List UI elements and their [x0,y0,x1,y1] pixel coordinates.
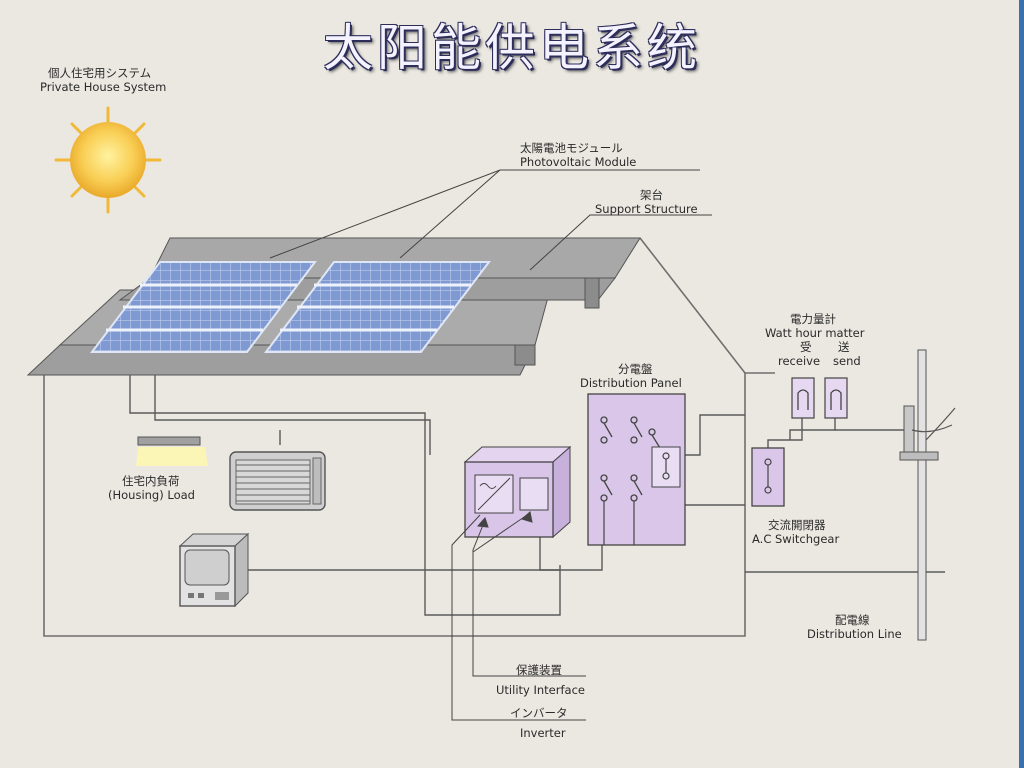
ceiling-light-icon [136,436,208,466]
system-label-en: Private House System [40,80,167,94]
meter-send-en: send [833,354,861,368]
air-conditioner-icon [229,451,326,511]
watt-hour-meter-send [824,377,848,419]
meter-label-jp: 電力量計 [790,312,836,326]
leader-lines [269,169,712,271]
inverter-unit [463,445,572,539]
meter-label-en: Watt hour matter [765,326,865,340]
meter-receive-en: receive [778,354,821,368]
system-label-jp: 個人住宅用システム [48,66,152,80]
inverter-label-jp: インバータ [510,706,568,720]
meter-send-jp: 送 [838,340,850,354]
support-label-en: Support Structure [595,202,698,216]
inverter-label-en: Inverter [520,726,566,740]
switch-label-en: A.C Switchgear [752,532,840,546]
ac-switchgear [751,447,785,507]
callout-lines [451,511,586,721]
panel-label-en: Distribution Panel [580,376,682,390]
support-label-jp: 架台 [640,188,663,202]
wiring [129,375,945,616]
pv-label-en: Photovoltaic Module [520,155,637,169]
utility-label-en: Utility Interface [496,683,585,697]
pv-module-right [263,261,492,353]
line-label-en: Distribution Line [807,627,902,641]
page-title: 太阳能供电系统 [323,19,701,77]
switch-label-jp: 交流開閉器 [768,518,826,532]
meter-receive-jp: 受 [800,340,812,354]
panel-label-jp: 分電盤 [618,362,653,376]
line-label-jp: 配電線 [835,613,870,627]
sun-icon [54,106,162,214]
pv-module-left [89,261,318,353]
load-label-en: (Housing) Load [108,488,195,502]
tv-icon [178,532,250,608]
pv-label-jp: 太陽電池モジュール [520,141,623,155]
load-label-jp: 住宅内負荷 [122,474,180,488]
utility-label-jp: 保護装置 [516,663,562,677]
distribution-panel [587,393,686,546]
utility-pole [899,349,956,641]
watt-hour-meter-receive [791,377,815,419]
